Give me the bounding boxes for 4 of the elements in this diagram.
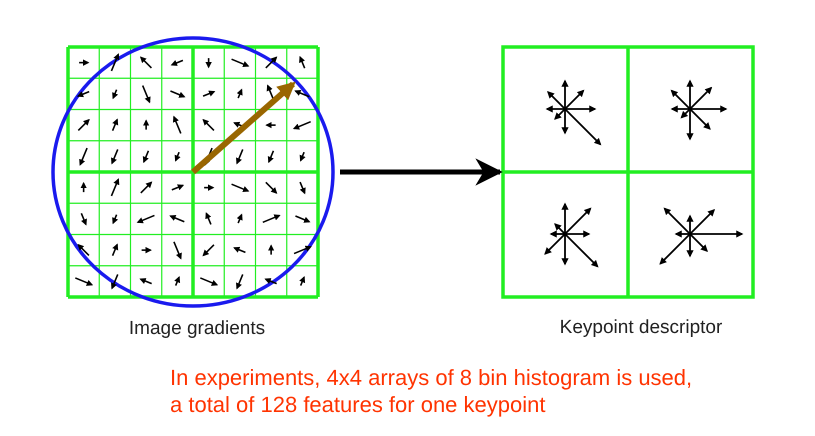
arrow [340,158,503,186]
image-caption: Image gradients [128,318,266,340]
note-text: In experiments, 4x4 arrays of 8 bin histogram is used, a total of 128 features for one keypoint [170,364,694,418]
image-caption: Keypoint descriptor [560,317,722,339]
